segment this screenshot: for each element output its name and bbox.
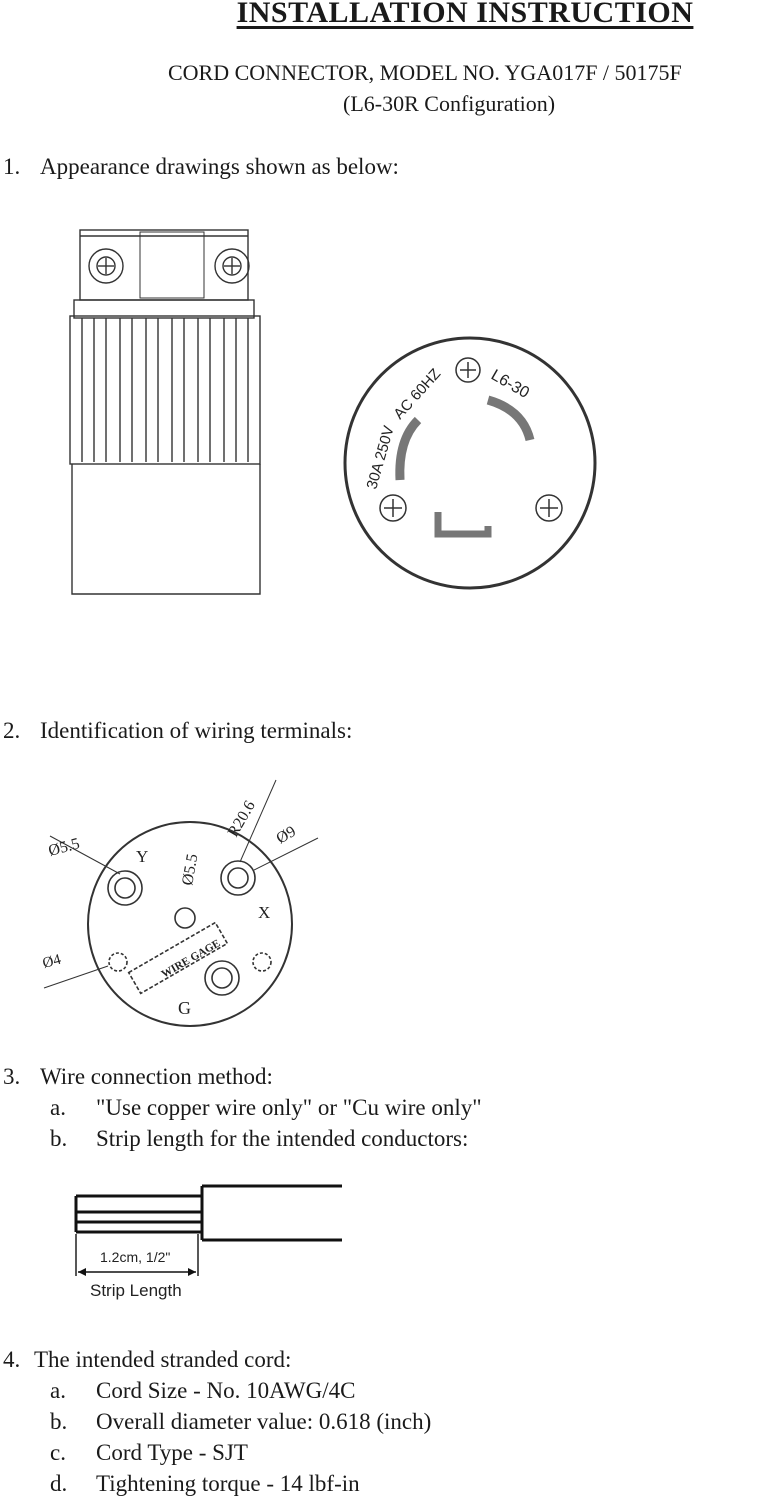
section4-item-a-letter: a.: [50, 1378, 66, 1403]
page-title: INSTALLATION INSTRUCTION: [236, 0, 694, 29]
section4-item-c-letter: c.: [50, 1440, 66, 1465]
screw-icon: [214, 248, 250, 284]
screw-icon: [88, 248, 124, 284]
connector-face-view: 30A 250V AC 60HZ L6-30: [343, 336, 597, 590]
section4-number: 4.: [3, 1347, 21, 1372]
strip-length-caption: Strip Length: [90, 1281, 182, 1300]
configuration: (L6-30R Configuration): [343, 91, 556, 116]
terminal-g-label: G: [178, 998, 191, 1018]
strip-length-value: 1.2cm, 1/2": [100, 1249, 170, 1265]
terminal-diagram: Ø5.5 R20.6 Ø9 Ø5.5 Ø4 Y X G WIRE GAGE: [41, 779, 319, 1027]
terminal-x-label: X: [258, 903, 270, 922]
section2-number: 2.: [3, 718, 21, 743]
section4-item-c-text: Cord Type - SJT: [96, 1440, 248, 1465]
section1-number: 1.: [3, 154, 21, 179]
section1-heading: Appearance drawings shown as below:: [40, 154, 399, 179]
frequency-label: AC 60HZ: [390, 365, 444, 422]
dim-d9: Ø9: [274, 823, 299, 848]
type-label: L6-30: [488, 367, 532, 402]
terminal-y-label: Y: [136, 847, 148, 866]
rating-label: 30A 250V: [364, 424, 398, 491]
section3-number: 3.: [3, 1064, 21, 1089]
screw-icon: [535, 494, 563, 522]
dim-d55-center: Ø5.5: [179, 853, 201, 887]
strip-length-diagram: 1.2cm, 1/2" Strip Length: [74, 1184, 342, 1300]
section3-item-a-letter: a.: [50, 1095, 66, 1120]
connector-side-view: [69, 229, 261, 595]
dim-r206: R20.6: [225, 798, 259, 840]
dim-d4: Ø4: [41, 952, 63, 972]
model-number: CORD CONNECTOR, MODEL NO. YGA017F / 5017…: [168, 60, 682, 85]
section3-item-a-text: "Use copper wire only" or "Cu wire only": [96, 1095, 482, 1120]
section4-heading: The intended stranded cord:: [34, 1347, 292, 1372]
section4-item-b-text: Overall diameter value: 0.618 (inch): [96, 1409, 432, 1434]
section4-item-d-letter: d.: [50, 1471, 68, 1496]
section3-heading: Wire connection method:: [40, 1064, 273, 1089]
section2-heading: Identification of wiring terminals:: [40, 718, 353, 743]
section3-item-b-letter: b.: [50, 1126, 68, 1151]
section3-item-b-text: Strip length for the intended conductors…: [96, 1126, 469, 1151]
section4-item-a-text: Cord Size - No. 10AWG/4C: [96, 1378, 356, 1403]
screw-icon: [455, 357, 481, 383]
section4-item-d-text: Tightening torque - 14 lbf-in: [96, 1471, 360, 1496]
screw-icon: [379, 494, 407, 522]
section4-item-b-letter: b.: [50, 1409, 68, 1434]
dim-d55-left: Ø5.5: [47, 835, 82, 860]
